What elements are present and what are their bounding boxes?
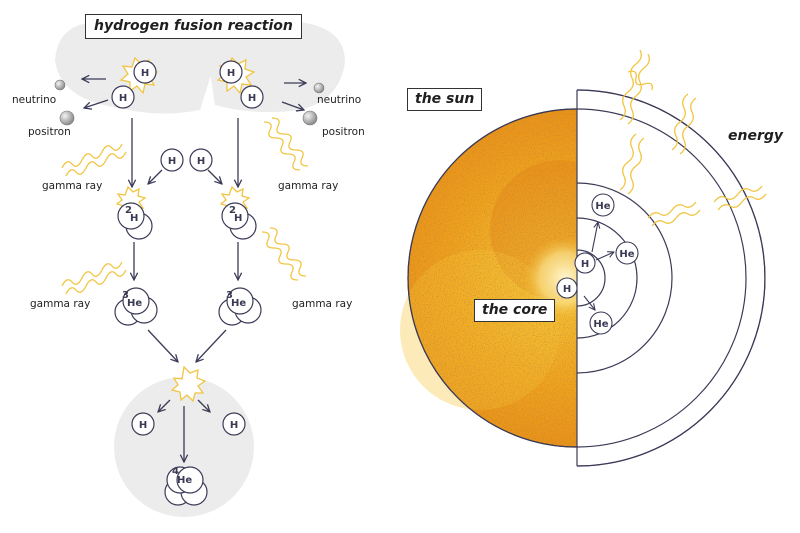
hydrogen-atom: H (240, 85, 264, 109)
hydrogen-atom: H (111, 85, 135, 109)
energy-waves (619, 49, 767, 227)
svg-text:H: H (234, 213, 242, 224)
positron-label: positron (322, 126, 365, 138)
helium4-atom: 4 He (164, 466, 208, 506)
svg-text:H: H (581, 259, 589, 270)
positron-particle (59, 110, 75, 126)
svg-text:2: 2 (229, 205, 236, 216)
neutrino-label: neutrino (317, 94, 361, 106)
gamma-ray-label: gamma ray (278, 180, 338, 192)
svg-text:3: 3 (226, 290, 233, 301)
core-arrows (583, 222, 614, 310)
energy-label: energy (728, 128, 784, 144)
positron-label: positron (28, 126, 71, 138)
helium3-atom: 3 He (218, 287, 262, 326)
svg-text:H: H (139, 420, 147, 431)
neutrino-particle (313, 82, 325, 94)
gamma-ray-label: gamma ray (30, 298, 90, 310)
svg-text:He: He (593, 319, 608, 330)
sun-texture (400, 109, 577, 447)
svg-text:H: H (197, 156, 205, 167)
svg-text:He: He (231, 298, 246, 309)
sun-diagram: H H He He He (400, 49, 767, 467)
svg-text:H: H (141, 68, 149, 79)
svg-text:H: H (563, 284, 571, 295)
fusion-chain: neutrino positron neutrino positron gamm… (12, 22, 365, 517)
hydrogen-atom: H (131, 412, 155, 436)
svg-text:3: 3 (122, 290, 129, 301)
hydrogen-atom: H (219, 60, 243, 84)
core-hydrogen-atom: H (556, 277, 578, 299)
positron-particle (302, 110, 318, 126)
core-helium-atom: He (591, 193, 615, 217)
svg-text:H: H (130, 213, 138, 224)
hydrogen-atom: H (189, 148, 213, 172)
svg-text:He: He (619, 249, 634, 260)
sun-layers (407, 89, 766, 467)
core-label: the core (474, 299, 556, 322)
svg-text:H: H (227, 68, 235, 79)
helium3-atom: 3 He (114, 287, 158, 326)
gamma-ray-label: gamma ray (42, 180, 102, 192)
reaction-arrows (82, 79, 306, 462)
hydrogen-atom: H (133, 60, 157, 84)
hydrogen-atom: H (222, 412, 246, 436)
gamma-ray-waves (61, 117, 309, 295)
deuterium-atom: 2 H (221, 202, 257, 240)
svg-text:H: H (248, 93, 256, 104)
neutrino-particle (54, 79, 66, 91)
sun-label: the sun (407, 88, 483, 111)
gamma-ray-label: gamma ray (292, 298, 352, 310)
svg-text:2: 2 (125, 205, 132, 216)
svg-text:H: H (119, 93, 127, 104)
core-helium-atom: He (615, 241, 639, 265)
core-hydrogen-atom: H (574, 252, 596, 274)
core-helium-atom: He (589, 311, 613, 335)
deuterium-atom: 2 H (117, 202, 153, 240)
top-right-blob (195, 22, 345, 113)
diagram-title: hydrogen fusion reaction (85, 14, 302, 39)
svg-text:H: H (168, 156, 176, 167)
svg-text:He: He (595, 201, 610, 212)
svg-text:4: 4 (172, 466, 179, 477)
svg-text:He: He (177, 475, 192, 486)
hydrogen-atom: H (160, 148, 184, 172)
svg-text:H: H (230, 420, 238, 431)
svg-text:He: He (127, 298, 142, 309)
neutrino-label: neutrino (12, 94, 56, 106)
